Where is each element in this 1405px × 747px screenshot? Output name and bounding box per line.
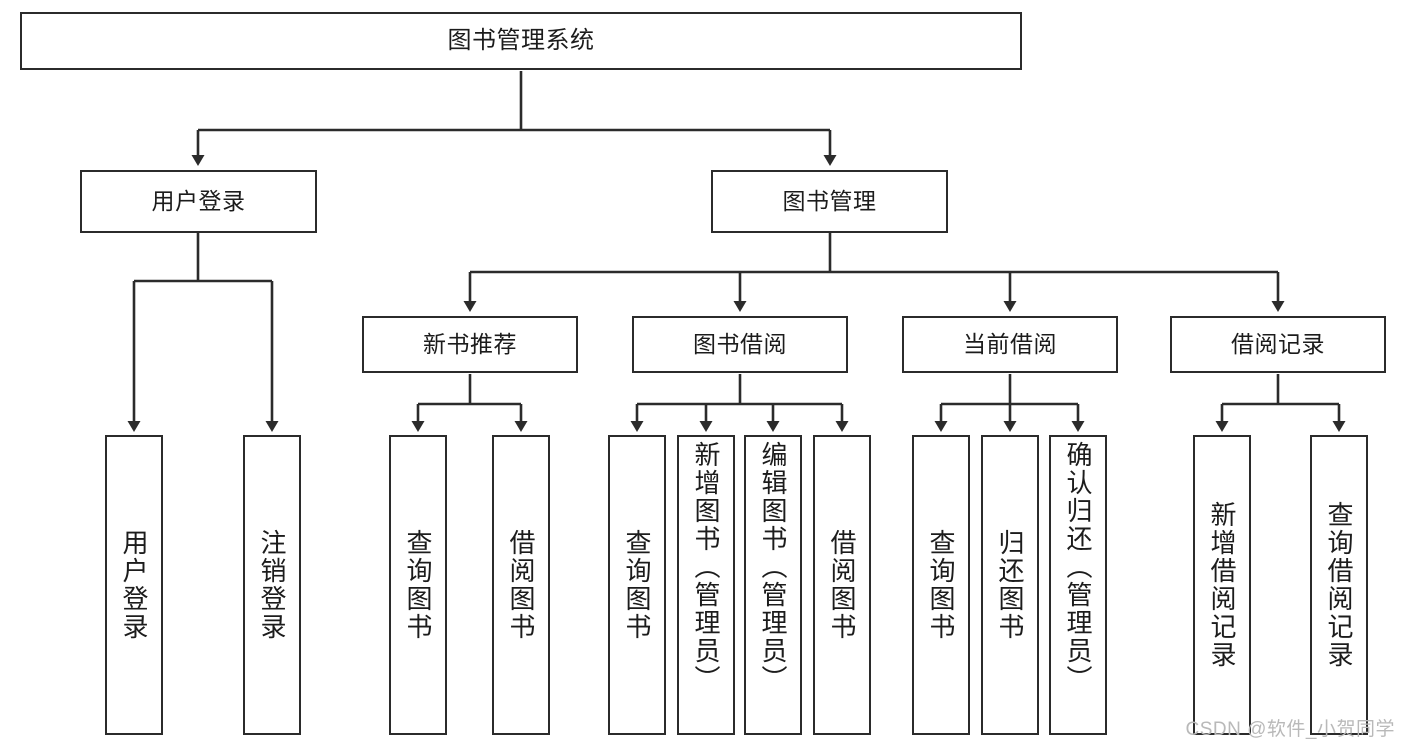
leaf-current-borrow-return-book[interactable]: 归还图书 — [981, 435, 1039, 735]
leaf-user-login-logout[interactable]: 注销登录 — [243, 435, 301, 735]
leaf-borrow-record-add-record[interactable]: 新增借阅记录 — [1193, 435, 1251, 735]
node-current-borrow[interactable]: 当前借阅 — [902, 316, 1118, 373]
leaf-user-login-login[interactable]: 用户登录 — [105, 435, 163, 735]
leaf-book-borrow-query-book[interactable]: 查询图书 — [608, 435, 666, 735]
leaf-borrow-record-query-record[interactable]: 查询借阅记录 — [1310, 435, 1368, 735]
node-new-book-recommend[interactable]: 新书推荐 — [362, 316, 578, 373]
node-user-login[interactable]: 用户登录 — [80, 170, 317, 233]
leaf-book-borrow-add-book-admin[interactable]: 新增图书（管理员） — [677, 435, 735, 735]
leaf-new-book-query-book[interactable]: 查询图书 — [389, 435, 447, 735]
node-borrow-record[interactable]: 借阅记录 — [1170, 316, 1386, 373]
leaf-current-borrow-confirm-return-admin[interactable]: 确认归还（管理员） — [1049, 435, 1107, 735]
node-book-borrow[interactable]: 图书借阅 — [632, 316, 848, 373]
node-root-system[interactable]: 图书管理系统 — [20, 12, 1022, 70]
leaf-current-borrow-query-book[interactable]: 查询图书 — [912, 435, 970, 735]
leaf-book-borrow-edit-book-admin[interactable]: 编辑图书（管理员） — [744, 435, 802, 735]
leaf-book-borrow-borrow-book[interactable]: 借阅图书 — [813, 435, 871, 735]
csdn-watermark: CSDN @软件_小贺同学 — [1185, 719, 1395, 740]
leaf-new-book-borrow-book[interactable]: 借阅图书 — [492, 435, 550, 735]
node-book-management[interactable]: 图书管理 — [711, 170, 948, 233]
